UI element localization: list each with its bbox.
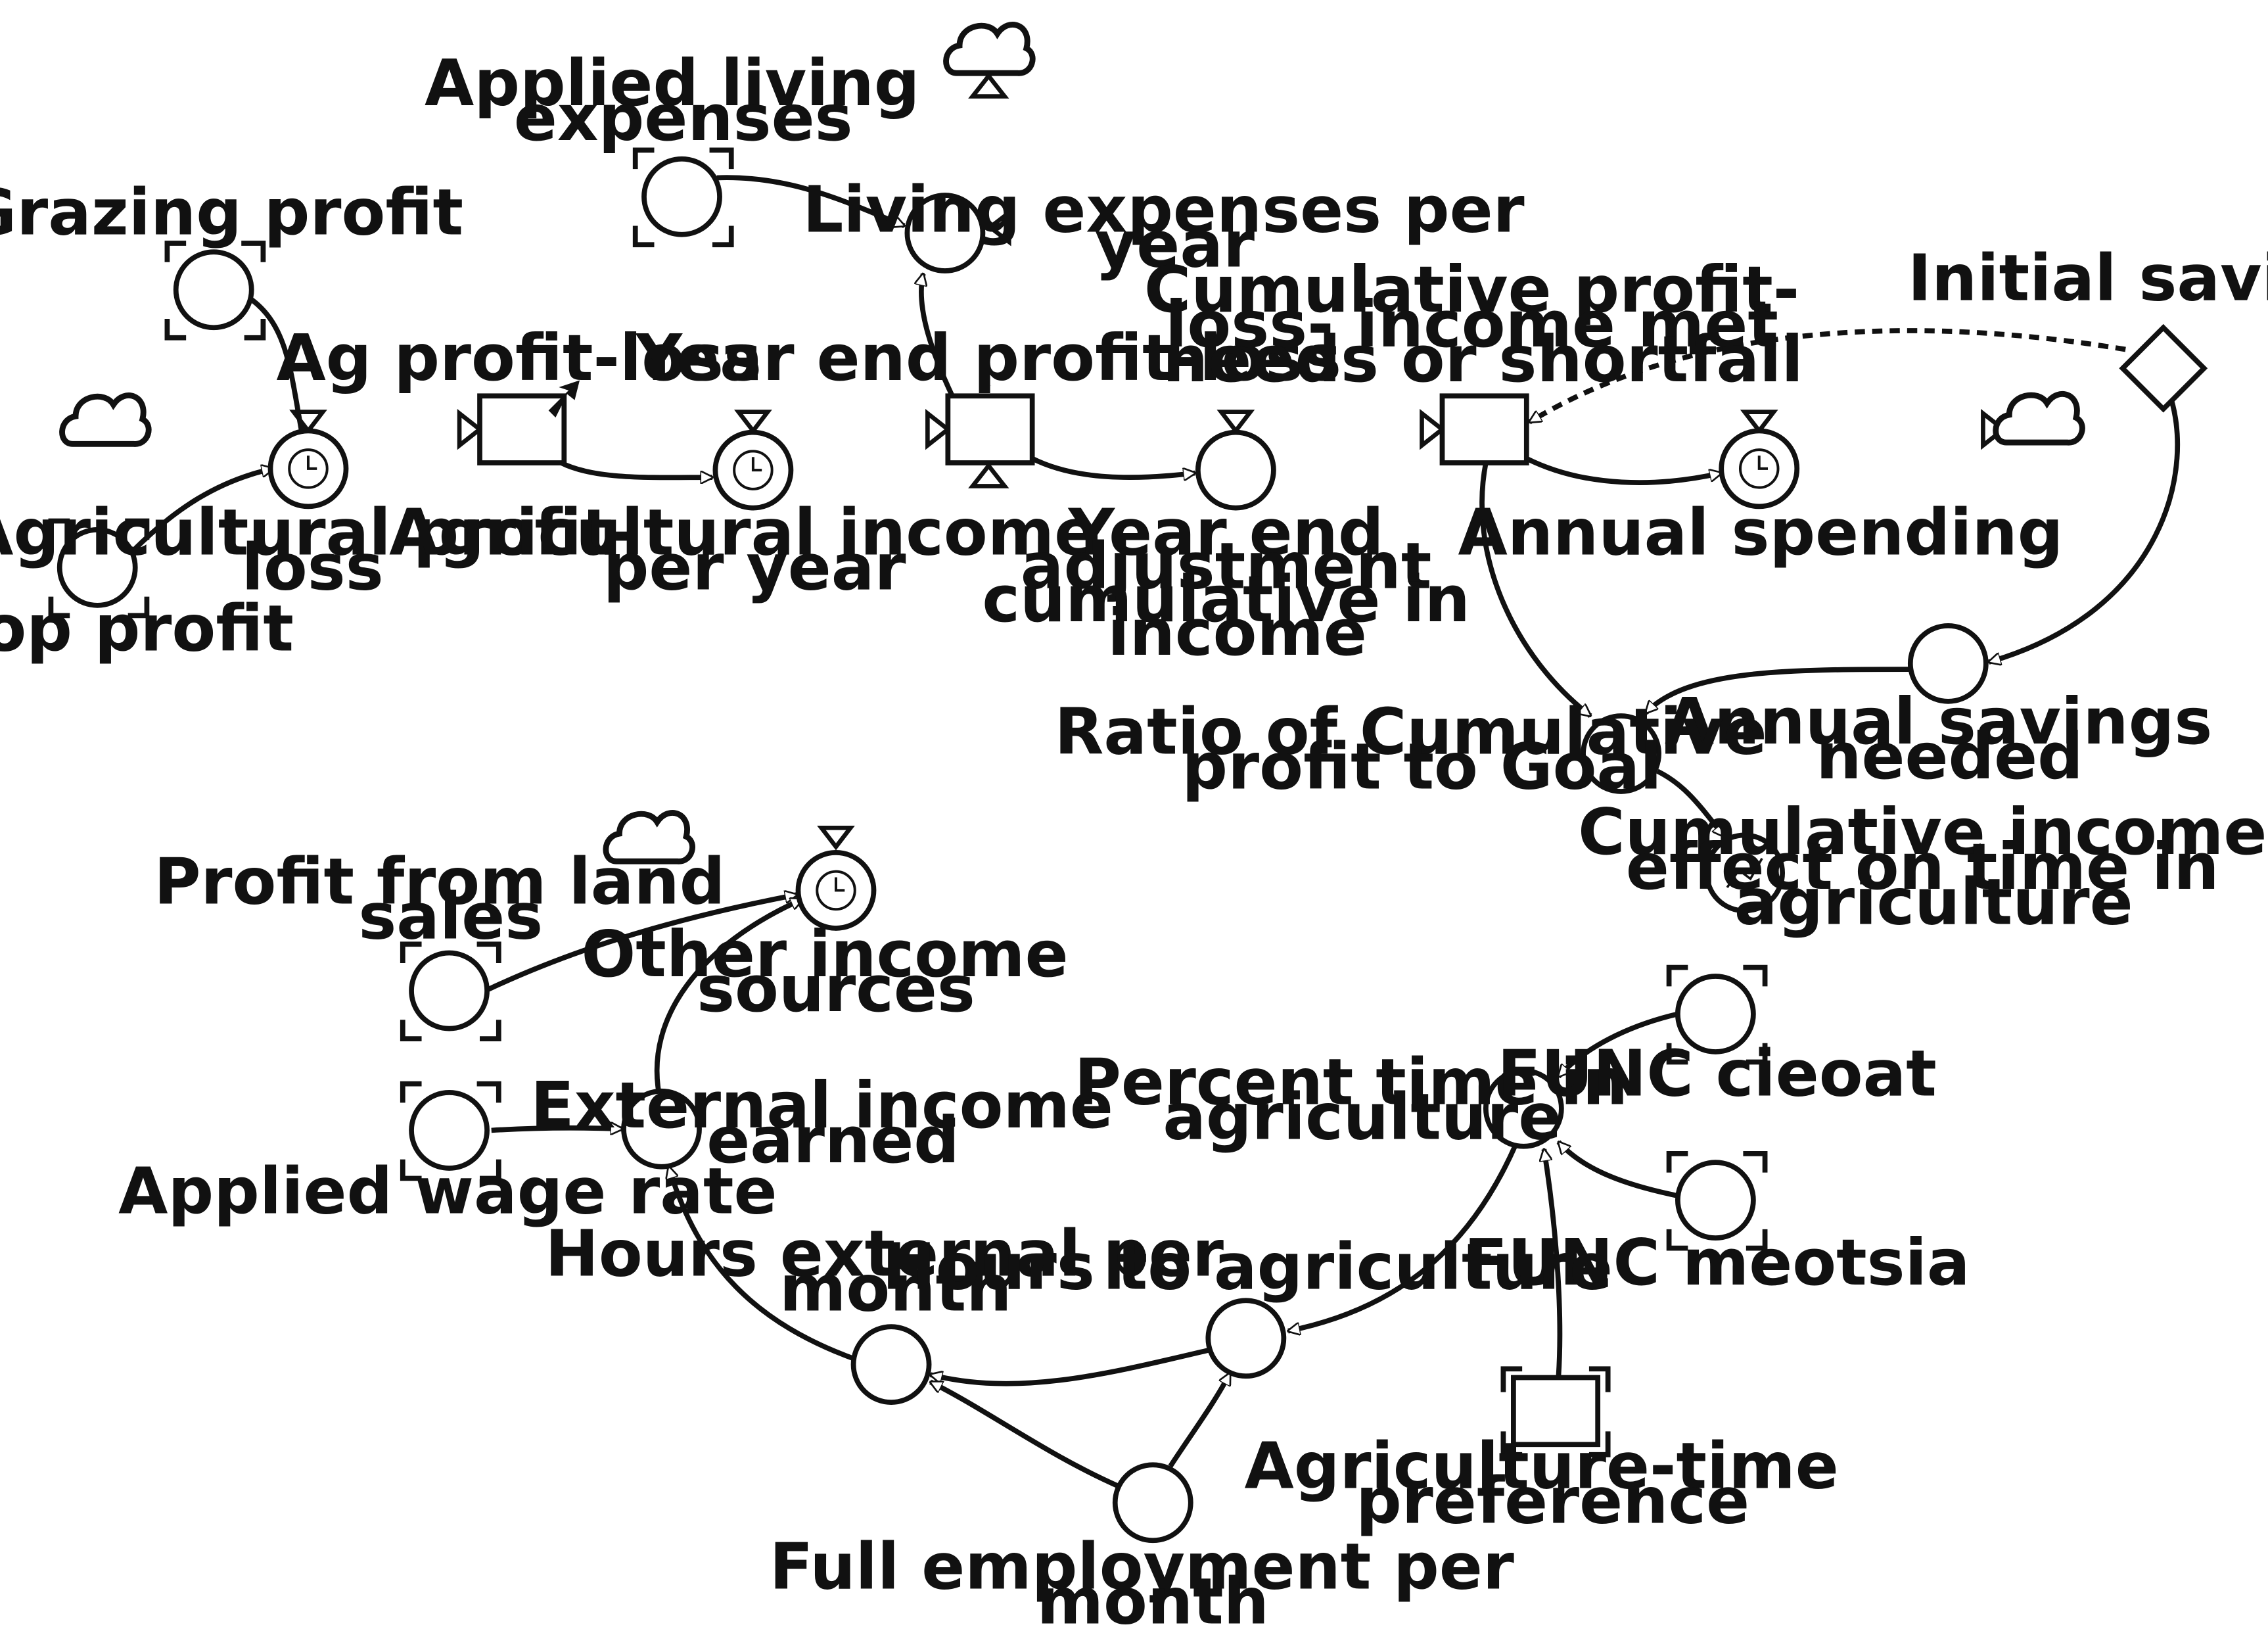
flow-pipes <box>142 72 2007 851</box>
stock-ag-profit-loss[interactable] <box>477 393 567 465</box>
label-func-meotsia: FUNC meotsia <box>1464 1225 1970 1300</box>
label-applied-living-expenses: Applied living expenses <box>425 46 942 155</box>
ghost-applied-living-expenses[interactable] <box>632 147 734 248</box>
flow-agricultural-income-per-year[interactable] <box>712 429 794 511</box>
label-external-income-earned: External income earned <box>530 1068 1136 1177</box>
cloud-source-left <box>59 392 152 447</box>
label-applied-wage-rate: Applied wage rate <box>118 1154 777 1229</box>
ghost-func-cieoat[interactable] <box>1666 964 1768 1065</box>
ghost-grazing-profit[interactable] <box>164 241 266 341</box>
converter-annual-savings-needed[interactable] <box>1907 623 1989 704</box>
converter-year-end-adjustment[interactable] <box>1195 429 1276 511</box>
converter-living-expenses-per-year[interactable] <box>904 193 986 273</box>
label-year-end-profit-loss: Year end profit-loss <box>635 321 1341 395</box>
label-annual-spending: Annual spending <box>1458 495 2063 569</box>
converter-full-employment-per-month[interactable] <box>1112 1462 1193 1544</box>
label-profit-from-land-sales: Profit from land sales <box>154 844 747 953</box>
connectors <box>131 175 2181 1489</box>
label-agriculture-time-preference: Agriculture-time preference <box>1245 1429 1861 1538</box>
constant-initial-savings[interactable] <box>2119 323 2208 413</box>
label-year-end-adjustment: Year end adjustment cumulative in income <box>982 495 1493 670</box>
converter-cumulative-income-effect[interactable] <box>1704 832 1786 914</box>
ghost-agriculture-time-preference[interactable] <box>1500 1366 1611 1457</box>
label-cumulative-income-effect: Cumulative income effect on time in agri… <box>1578 795 2268 939</box>
converter-hours-to-agriculture[interactable] <box>1205 1298 1287 1379</box>
cloud-sink-right <box>1993 390 2085 446</box>
label-ag-profit-loss: Ag profit-loss <box>276 321 762 395</box>
label-agricultural-profit-loss: Agricultural profit- loss <box>0 495 661 604</box>
flow-agricultural-profit-loss[interactable] <box>267 428 349 509</box>
label-ratio-cumulative-profit: Ratio of Cumulative profit to Goal <box>1054 694 1789 803</box>
label-full-employment-per-month: Full employment per month <box>770 1529 1537 1631</box>
ghost-func-meotsia[interactable] <box>1666 1150 1768 1251</box>
label-crop-profit: Crop profit <box>0 591 294 665</box>
label-func-cieoat: FUNC cieoat <box>1497 1036 1936 1110</box>
label-hours-external-per-month: Hours external per month <box>545 1217 1246 1326</box>
label-initial-savings: Initial savings <box>1908 241 2268 315</box>
label-percent-time-in-agriculture: Percent time in agriculture <box>1075 1045 1650 1154</box>
stock-year-end-profit-loss[interactable] <box>945 393 1035 465</box>
flow-annual-spending[interactable] <box>1719 428 1800 509</box>
flow-other-income-sources[interactable] <box>795 850 877 931</box>
label-annual-savings-needed: Annual savings needed <box>1665 684 2234 793</box>
converter-ratio-cumulative-profit[interactable] <box>1581 713 1661 794</box>
label-cumulative-profit: Cumulative profit- loss- income met need… <box>1144 252 1822 396</box>
labels: Grazing profit Crop profit Agricultural … <box>0 46 2268 1631</box>
converter-hours-external-per-month[interactable] <box>850 1324 932 1405</box>
ghost-crop-profit[interactable] <box>48 518 150 619</box>
stock-cumulative-profit[interactable] <box>1439 393 1529 465</box>
label-living-expenses-per-year: Living expenses per year <box>802 172 1546 281</box>
outflow-indicator-icon <box>548 380 580 418</box>
cloud-source-bottom <box>603 810 695 864</box>
converter-external-income-earned[interactable] <box>621 1088 702 1170</box>
ghost-profit-from-land-sales[interactable] <box>400 941 501 1041</box>
label-other-income-sources: Other income sources <box>582 917 1091 1026</box>
label-grazing-profit: Grazing profit <box>0 176 463 250</box>
label-hours-to-agriculture: Hours to agriculture <box>882 1230 1613 1304</box>
converter-percent-time-in-agriculture[interactable] <box>1483 1068 1564 1149</box>
ghost-applied-wage-rate[interactable] <box>400 1081 501 1181</box>
cloud-sink-top <box>943 22 1036 76</box>
label-agricultural-income-per-year: Agricultural income per year <box>389 495 1120 604</box>
